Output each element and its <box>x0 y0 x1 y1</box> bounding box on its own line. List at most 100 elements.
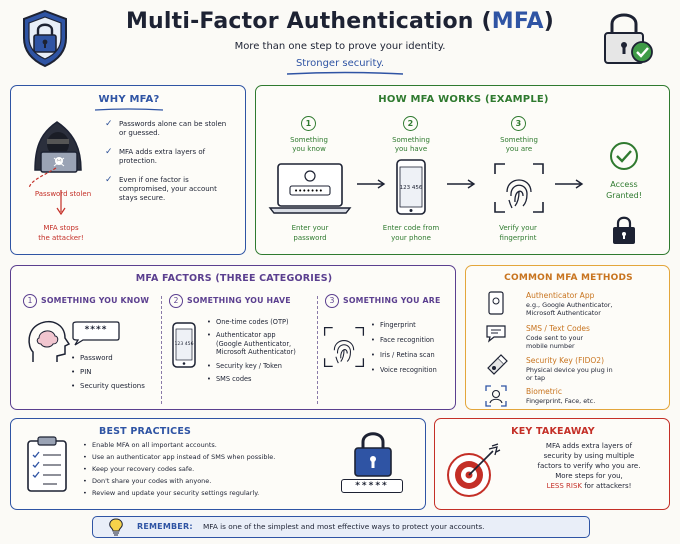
practice-item: Enable MFA on all important accounts. <box>83 441 345 449</box>
face-scan-icon <box>485 385 507 407</box>
access-granted-label: Access <box>610 180 638 189</box>
arrow-right-icon <box>447 179 476 189</box>
factor-title: SOMETHING YOU KNOW <box>41 296 150 305</box>
laptop-login-icon: ••••••• <box>268 163 352 214</box>
practice-item: Don't share your codes with anyone. <box>83 477 345 485</box>
step-top-label: Something <box>290 136 328 144</box>
step-top-label: Something <box>392 136 430 144</box>
why-point-line: MFA adds extra layers of <box>119 148 206 156</box>
key-takeaway-panel: KEY TAKEAWAY MFA adds extra layers of se… <box>434 418 670 510</box>
mfa-factors-panel: MFA FACTORS (THREE CATEGORIES) 1 SOMETHI… <box>10 265 456 410</box>
why-point-line: or guessed. <box>119 129 160 137</box>
method-name: Biometric <box>526 387 562 396</box>
factor-title: SOMETHING YOU ARE <box>343 296 441 305</box>
check-icon: ✓ <box>105 147 113 157</box>
why-point-line: Even if one factor is <box>119 176 189 184</box>
target-icon <box>447 443 501 497</box>
why-points: ✓ Passwords alone can be stolen or guess… <box>105 119 245 203</box>
method-desc: Physical device you plug in <box>526 366 613 374</box>
takeaway-line: More steps for you, <box>555 472 623 480</box>
factor-list-item: Fingerprint <box>371 321 455 330</box>
code-box: ***** <box>341 479 403 493</box>
why-title-underline <box>94 108 164 111</box>
have-list: One-time codes (OTP) Authenticator app(G… <box>207 318 317 384</box>
why-point: ✓ MFA adds extra layers of protection. <box>105 147 245 166</box>
lightbulb-icon <box>109 518 123 536</box>
remember-text: MFA is one of the simplest and most effe… <box>203 522 485 531</box>
step-bottom-label: Verify your <box>499 224 537 232</box>
factor-list-line: One-time codes (OTP) <box>216 318 289 326</box>
step-number: 1 <box>301 116 316 131</box>
arrow-right-icon <box>555 179 584 189</box>
factor-list-item: Password <box>71 354 161 363</box>
step-top-label: you have <box>394 145 428 153</box>
method-desc: mobile number <box>526 342 575 350</box>
blue-padlock-icon <box>354 432 392 477</box>
know-list: Password PIN Security questions <box>71 354 161 391</box>
takeaway-line: MFA adds extra layers of <box>545 442 633 450</box>
takeaway-line: LESS RISK for attackers! <box>509 481 669 491</box>
factor-list-line: (Google Authenticator, <box>216 339 292 348</box>
method-name: Security Key (FIDO2) <box>526 356 604 365</box>
fingerprint-scan-icon <box>494 163 544 213</box>
padlock-icon <box>613 216 635 244</box>
factor-list-line: SMS codes <box>216 375 252 384</box>
best-practices-title: BEST PRACTICES <box>99 426 192 437</box>
speech-bubble-icon <box>72 321 120 346</box>
tagline-underline <box>286 71 404 75</box>
step-bottom-label: fingerprint <box>499 234 537 242</box>
factor-list-line: Security key / Token <box>216 361 282 370</box>
takeaway-line: factors to verify who you are. <box>537 462 641 470</box>
page-title: Multi-Factor Authentication (MFA) <box>100 8 580 36</box>
check-circle-icon <box>610 142 638 170</box>
factor-list-item: Iris / Retina scan <box>371 351 455 360</box>
method-name: Authenticator App <box>526 291 595 300</box>
remember-label: REMEMBER: <box>137 522 193 531</box>
step-top-label: Something <box>500 136 538 144</box>
remember-banner: REMEMBER: MFA is one of the simplest and… <box>92 516 590 538</box>
are-list: Fingerprint Face recognition Iris / Reti… <box>371 321 455 375</box>
factor-list-item: Security key / Token <box>207 361 317 371</box>
step-number: 2 <box>403 116 418 131</box>
check-icon: ✓ <box>105 175 113 185</box>
factor-divider <box>317 296 318 404</box>
password-stolen-label: Password stolen <box>34 190 92 198</box>
check-icon: ✓ <box>105 119 113 129</box>
takeaway-line: security by using multiple <box>543 452 635 460</box>
sms-bubble-icon <box>486 325 506 343</box>
why-point-line: protection. <box>119 157 157 165</box>
phone-icon <box>172 322 196 368</box>
factor-title: SOMETHING YOU HAVE <box>187 296 291 305</box>
method-desc: e.g., Google Authenticator, <box>526 301 613 309</box>
practice-item: Review and update your security settings… <box>83 489 345 497</box>
takeaway-text: MFA adds extra layers of security by usi… <box>509 441 669 491</box>
why-point: ✓ Even if one factor is compromised, you… <box>105 175 245 203</box>
hacker-icon <box>34 121 82 173</box>
shield-lock-icon <box>23 9 67 68</box>
arrow-right-icon <box>357 179 386 189</box>
step-bottom-label: Enter your <box>291 224 329 232</box>
common-methods-panel: COMMON MFA METHODS Authenticator App e.g… <box>465 265 670 410</box>
phone-code-text: 123 456 <box>399 185 423 191</box>
factor-number: 3 <box>325 294 339 308</box>
why-mfa-title: WHY MFA? <box>98 94 160 105</box>
access-granted-label: Granted! <box>606 191 642 200</box>
svg-text:•••••••: ••••••• <box>294 187 323 195</box>
less-risk-text: LESS RISK <box>546 482 582 490</box>
factor-number: 1 <box>23 294 37 308</box>
why-point-line: Passwords alone can be stolen <box>119 120 227 128</box>
step-bottom-label: your phone <box>391 234 431 242</box>
factor-list-line: Microsoft Authenticator) <box>216 348 296 357</box>
factor-list-item: Face recognition <box>371 336 455 345</box>
fingerprint-icon <box>323 326 365 368</box>
why-mfa-panel: WHY MFA? Password stolen MFA stops the a… <box>10 85 246 255</box>
step-bottom-label: Enter code from <box>382 224 440 232</box>
usb-key-icon <box>487 354 508 375</box>
step-bottom-label: password <box>293 234 327 242</box>
method-desc: or tap <box>526 374 546 382</box>
page-title-accent: MFA <box>491 9 544 34</box>
mfa-stops-label-1: MFA stops <box>43 224 79 232</box>
factor-list-item: Authenticator app(Google Authenticator,M… <box>207 331 317 356</box>
factor-list-line: Authenticator app <box>216 331 276 340</box>
factor-list-item: Security questions <box>71 382 161 391</box>
